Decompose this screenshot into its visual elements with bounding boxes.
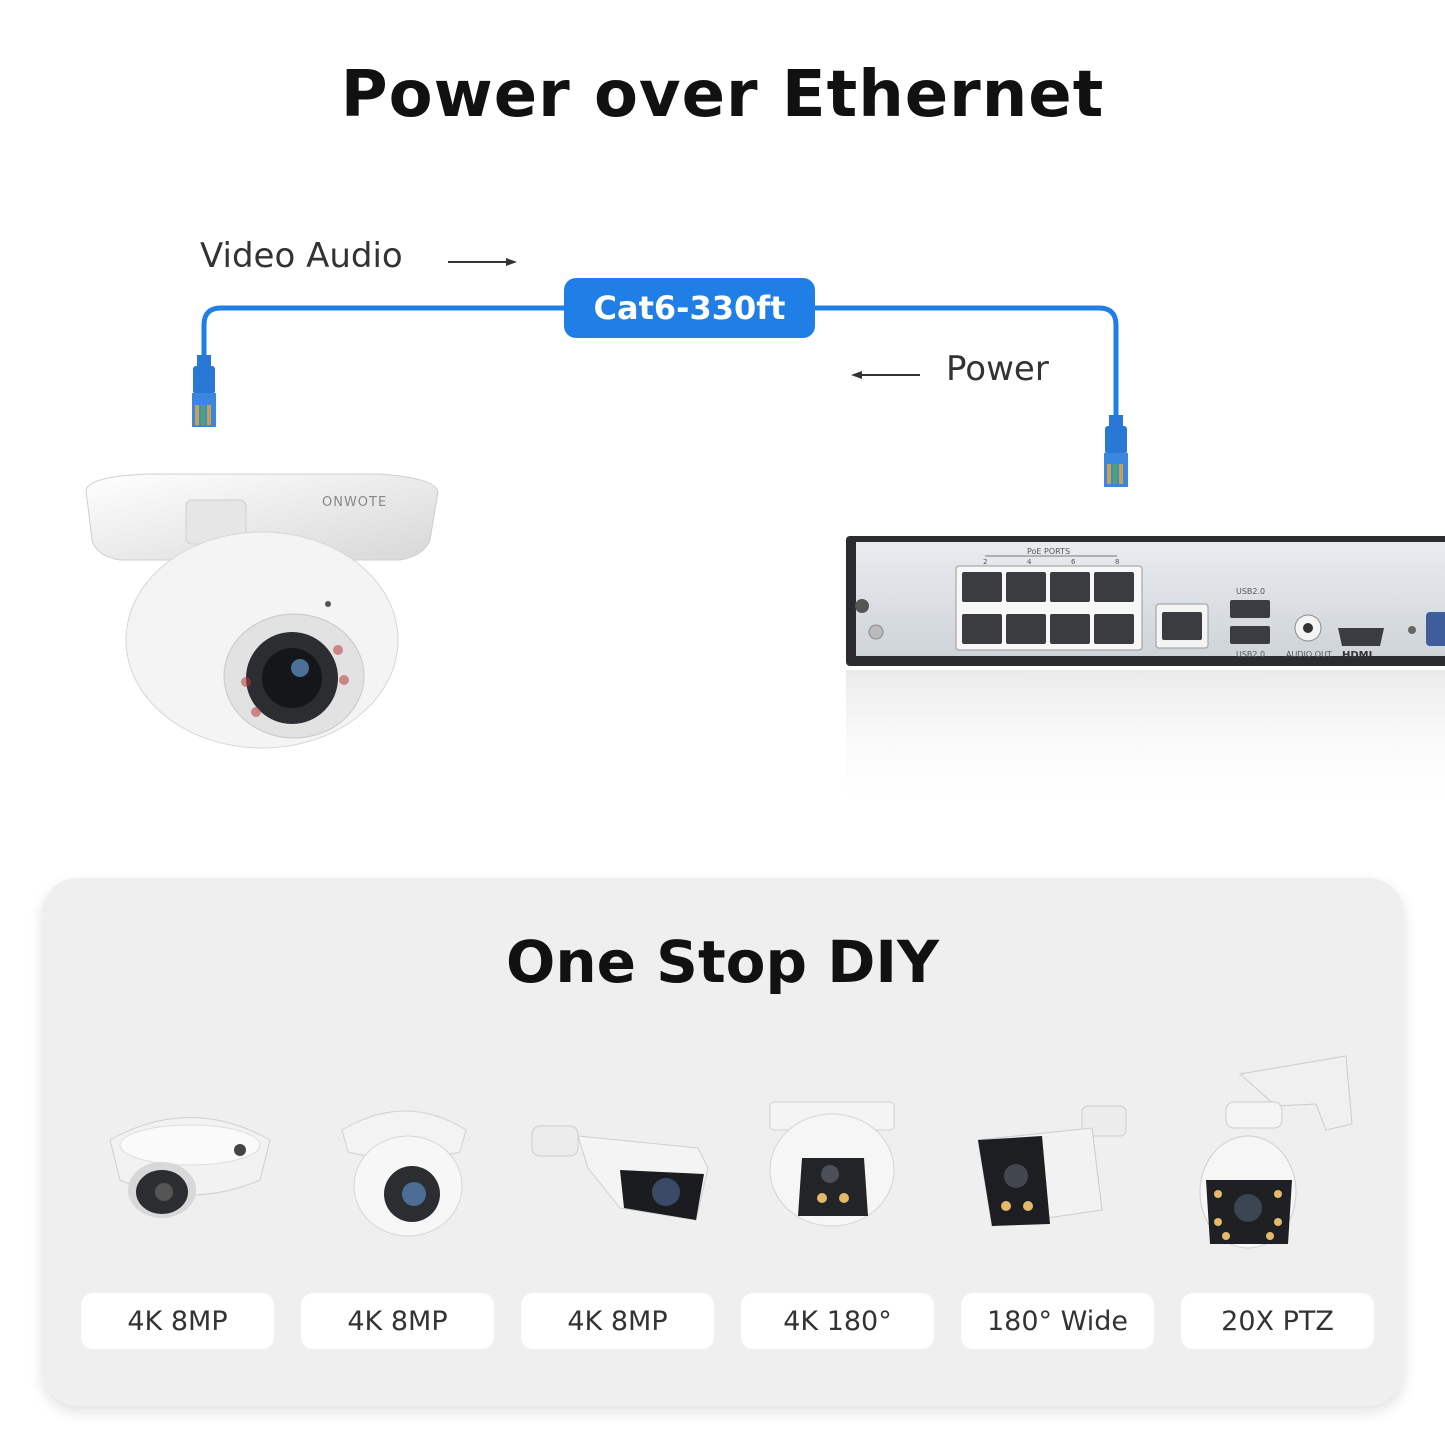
turret-camera-icon xyxy=(341,1110,467,1237)
video-audio-label: Video Audio xyxy=(200,236,403,276)
nvr-port-number: 2 xyxy=(983,558,987,566)
nvr-hdmi-label: HDMI xyxy=(1342,650,1372,661)
rj45-connector-left xyxy=(192,355,216,427)
product-label: 4K 8MP xyxy=(81,1293,274,1349)
ethernet-cable xyxy=(201,305,1119,420)
nvr-usb-label-top: USB2.0 xyxy=(1236,587,1265,596)
rj45-connector-right xyxy=(1104,415,1128,487)
product-label: 4K 8MP xyxy=(301,1293,494,1349)
power-label: Power xyxy=(946,349,1049,389)
nvr-reflection xyxy=(846,670,1445,816)
ptz-camera-icon xyxy=(1199,1055,1353,1249)
nvr-audio-out-label: AUDIO OUT xyxy=(1286,650,1332,659)
nvr-port-number: 6 xyxy=(1071,558,1076,566)
product-label: 4K 8MP xyxy=(521,1293,714,1349)
nvr-recorder-icon xyxy=(846,536,1445,666)
page-title: Power over Ethernet xyxy=(340,58,1105,132)
nvr-port-number: 4 xyxy=(1027,558,1032,566)
product-label: 20X PTZ xyxy=(1181,1293,1374,1349)
dual-lens-turret-camera-icon xyxy=(769,1101,895,1227)
video-audio-arrow xyxy=(448,258,517,266)
nvr-usb-label-bottom: USB2.0 xyxy=(1236,650,1265,659)
nvr-poe-ports-label: PoE PORTS xyxy=(1027,547,1070,556)
mini-dome-camera-icon xyxy=(109,1117,271,1218)
nvr-port-number: 8 xyxy=(1115,558,1119,566)
product-label: 180° Wide xyxy=(961,1293,1154,1349)
diy-title: One Stop DIY xyxy=(506,928,939,996)
power-arrow xyxy=(851,371,920,379)
cable-length-badge: Cat6-330ft xyxy=(564,278,815,338)
poe-diagram: ONWOTE PoE PORTS 2 4 6 8 USB2.0 USB2.0 xyxy=(85,258,1445,816)
product-label: 4K 180° xyxy=(741,1293,934,1349)
dome-camera-icon xyxy=(85,473,439,749)
bullet-camera-icon xyxy=(531,1125,709,1221)
camera-brand-text: ONWOTE xyxy=(322,495,387,510)
dual-lens-bullet-camera-icon xyxy=(977,1105,1127,1227)
